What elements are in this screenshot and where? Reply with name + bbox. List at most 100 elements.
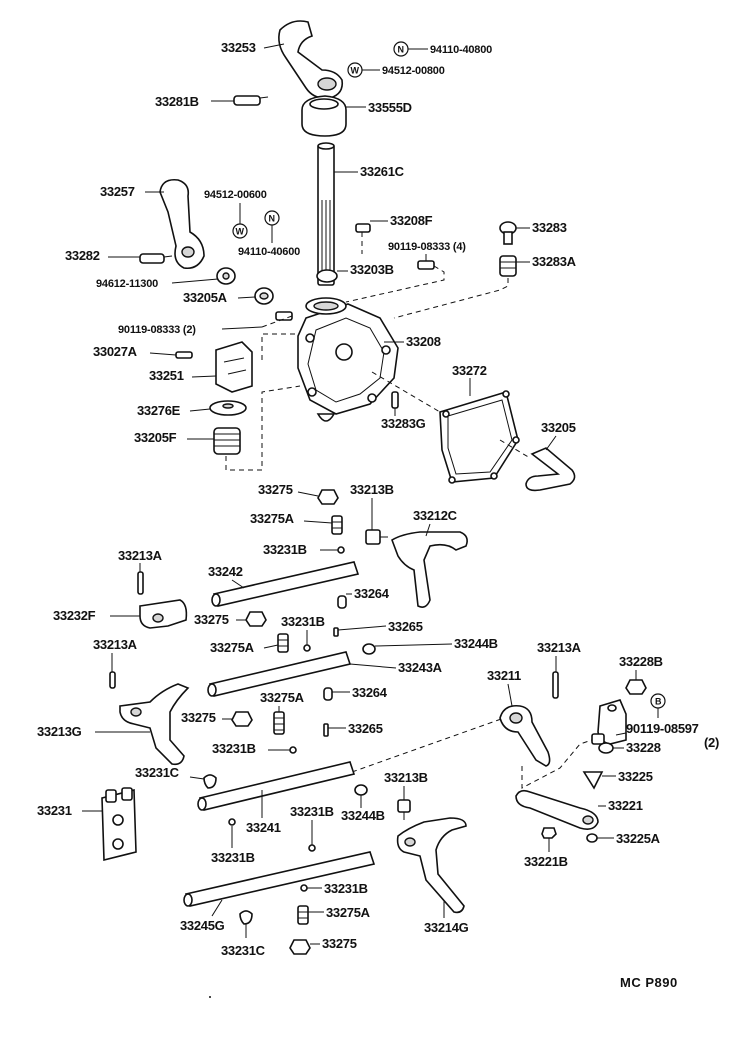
label-33232F: 33232F <box>53 608 96 623</box>
washer-symbol-icon: W <box>232 223 248 239</box>
part-33253-shift-lever <box>278 20 344 100</box>
part-33213A-pin-b <box>109 671 116 689</box>
part-90119-08333-bolt-4 <box>417 260 435 270</box>
part-33283-plug <box>499 221 517 245</box>
part-33208-shift-housing <box>297 297 399 422</box>
part-33221-lever <box>515 789 599 830</box>
part-33275-ball-c <box>231 711 253 727</box>
label-33265-b: 33265 <box>348 721 383 736</box>
part-94612-11300-washer <box>216 267 236 285</box>
part-33214G-shift-fork <box>396 817 467 914</box>
svg-text:N: N <box>398 45 405 55</box>
part-33231B-ball-b <box>303 644 311 652</box>
label-33555D: 33555D <box>368 100 412 115</box>
part-33264-pin <box>337 595 347 609</box>
nut-symbol-icon: N <box>393 41 409 57</box>
label-94110-40800: 94110-40800 <box>430 44 492 56</box>
label-33275A-c: 33275A <box>260 690 305 705</box>
part-33205-lever <box>525 447 576 492</box>
label-33231C-b: 33231C <box>221 943 266 958</box>
label-33231B-d: 33231B <box>290 804 334 819</box>
part-33225A-washer <box>586 833 598 843</box>
label-33244B-a: 33244B <box>454 636 498 651</box>
label-33276E: 33276E <box>137 403 181 418</box>
label-90119-08333-2: 90119-08333 (2) <box>118 324 196 336</box>
part-33283A-spring <box>499 255 517 277</box>
label-33211: 33211 <box>487 668 521 683</box>
part-33242-shift-rail <box>211 561 360 607</box>
part-33225-cap <box>582 771 604 790</box>
label-33205A: 33205A <box>183 290 228 305</box>
svg-text:N: N <box>269 214 276 224</box>
label-33225A: 33225A <box>616 831 661 846</box>
label-33231B-e: 33231B <box>211 850 255 865</box>
catalog-code: MC P890 <box>620 975 678 990</box>
label-33228B: 33228B <box>619 654 663 669</box>
part-33231B-ball-c <box>289 746 297 754</box>
label-33275-b: 33275 <box>194 612 229 627</box>
part-33282-pin <box>139 253 173 264</box>
part-33213G-shift-fork <box>119 683 190 766</box>
label-33244B-b: 33244B <box>341 808 385 823</box>
label-33205F: 33205F <box>134 430 177 445</box>
label-94612-11300: 94612-11300 <box>96 278 158 290</box>
part-33245G-shift-rail <box>183 851 376 907</box>
nut-symbol-icon: N <box>264 210 280 226</box>
label-33257: 33257 <box>100 184 135 199</box>
label-33275-d: 33275 <box>322 936 357 951</box>
part-90119-08333-bolt <box>275 311 293 321</box>
label-33275-c: 33275 <box>181 710 216 725</box>
part-33283G-pin <box>391 391 399 409</box>
part-33264-pin-b <box>323 687 333 701</box>
part-33275A-spring-c <box>273 711 285 735</box>
label-33261C: 33261C <box>360 164 405 179</box>
label-94512-00600: 94512-00600 <box>204 189 267 201</box>
part-33244B-clip <box>362 643 376 655</box>
part-33241-shift-rail <box>197 761 356 811</box>
label-33283A: 33283A <box>532 254 577 269</box>
part-33275A-spring-d <box>297 905 309 925</box>
label-33231B-f: 33231B <box>324 881 368 896</box>
label-33225: 33225 <box>618 769 653 784</box>
part-33275A-spring-b <box>277 633 289 653</box>
label-33241: 33241 <box>246 820 281 835</box>
label-33275A-d: 33275A <box>326 905 371 920</box>
part-33231C-clip-b <box>239 910 253 925</box>
part-33275-ball-d <box>289 939 311 955</box>
part-33212C-shift-fork <box>391 531 468 608</box>
label-33231B-b: 33231B <box>281 614 325 629</box>
part-33272-gasket <box>439 390 520 484</box>
label-33208F: 33208F <box>390 213 433 228</box>
label-94110-40600: 94110-40600 <box>238 246 300 258</box>
label-94512-00800: 94512-00800 <box>382 65 445 77</box>
svg-text:B: B <box>655 697 662 707</box>
svg-text:W: W <box>236 227 245 237</box>
label-33205: 33205 <box>541 420 576 435</box>
label-33242: 33242 <box>208 564 243 579</box>
part-33276E-seat <box>209 400 247 416</box>
part-33221B-nut <box>541 827 557 839</box>
label-33272: 33272 <box>452 363 487 378</box>
part-33261C-shaft <box>317 142 335 286</box>
part-33244B-clip-b <box>354 784 368 796</box>
label-33213B-a: 33213B <box>350 482 394 497</box>
washer-symbol-icon: W <box>347 62 363 78</box>
label-33275A-b: 33275A <box>210 640 255 655</box>
label-33231B-c: 33231B <box>212 741 256 756</box>
label-33231C-a: 33231C <box>135 765 180 780</box>
part-33257-lever <box>159 178 205 270</box>
part-33231B-ball-e <box>228 818 236 826</box>
label-33275-a: 33275 <box>258 482 293 497</box>
label-33208: 33208 <box>406 334 441 349</box>
label-90119-08333-4: 90119-08333 (4) <box>388 241 466 253</box>
label-33221B: 33221B <box>524 854 568 869</box>
svg-text:W: W <box>351 66 360 76</box>
part-33228-bracket <box>591 699 627 745</box>
label-33264-b: 33264 <box>352 685 388 700</box>
part-33555D-boot <box>301 95 347 137</box>
label-33228: 33228 <box>626 740 661 755</box>
part-33231B-ball <box>337 546 345 554</box>
part-33213A-pin-c <box>552 671 559 699</box>
part-33208F-plug <box>355 223 371 233</box>
